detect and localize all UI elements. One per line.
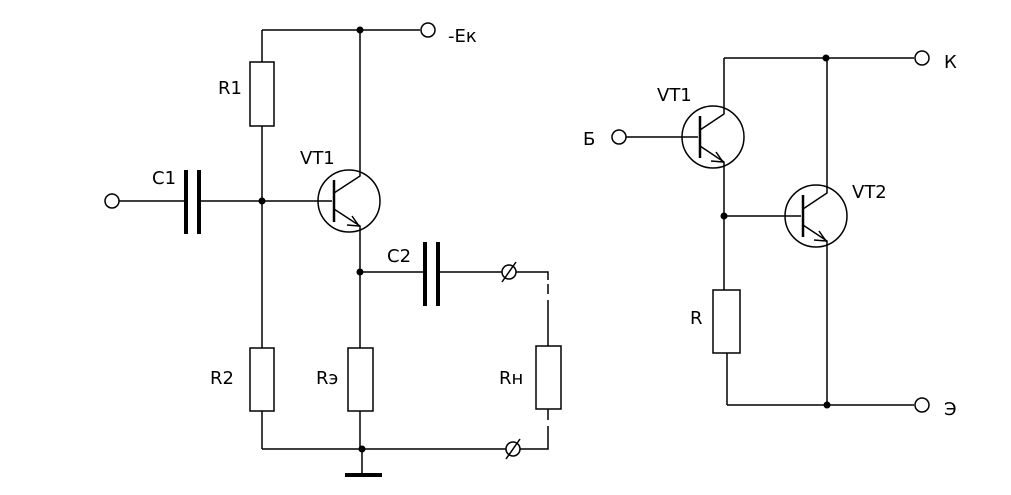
- rn-wire-bottom-dashed: [520, 409, 549, 450]
- resistor-re: [347, 347, 374, 412]
- vt2-label: VT2: [852, 182, 887, 203]
- base-terminal-label: Б: [583, 129, 595, 150]
- c2-label: C2: [387, 246, 411, 267]
- resistor-rn: [535, 345, 562, 410]
- output-wire-top: [516, 271, 549, 280]
- emitter-follower-circuit: -Eк R1 C1 R2 VT1: [104, 22, 562, 477]
- collector-junction: [356, 26, 364, 34]
- resistor-r1: [249, 61, 275, 127]
- collector-terminal[interactable]: [914, 50, 930, 66]
- base-terminal[interactable]: [611, 129, 627, 145]
- darlington-circuit: К Б VT1 VT2 R: [583, 50, 957, 420]
- rn-label: Rн: [499, 368, 523, 389]
- resistor-r2: [249, 347, 275, 412]
- transistor-vt1: [317, 30, 381, 272]
- c1-label: C1: [152, 168, 176, 189]
- output-terminal-top[interactable]: [501, 261, 517, 283]
- collector-terminal-label: К: [944, 52, 957, 73]
- vt1-darlington-label: VT1: [657, 85, 692, 106]
- emitter-junction-right: [823, 401, 831, 409]
- supply-terminal[interactable]: [420, 22, 436, 38]
- r2-label: R2: [210, 368, 234, 389]
- supply-label: -Eк: [448, 26, 477, 47]
- re-label: Rэ: [316, 368, 338, 389]
- r-label: R: [690, 308, 703, 329]
- vt1-label: VT1: [300, 148, 335, 169]
- r1-label: R1: [218, 78, 242, 99]
- resistor-r: [712, 289, 741, 354]
- collector-junction-right: [822, 54, 830, 62]
- emitter-terminal[interactable]: [914, 397, 930, 413]
- input-terminal[interactable]: [104, 193, 120, 209]
- transistor-vt1-darlington: [681, 58, 745, 216]
- output-terminal-bottom[interactable]: [505, 438, 521, 460]
- emitter-terminal-label: Э: [944, 399, 957, 420]
- transistor-vt2: [784, 58, 848, 405]
